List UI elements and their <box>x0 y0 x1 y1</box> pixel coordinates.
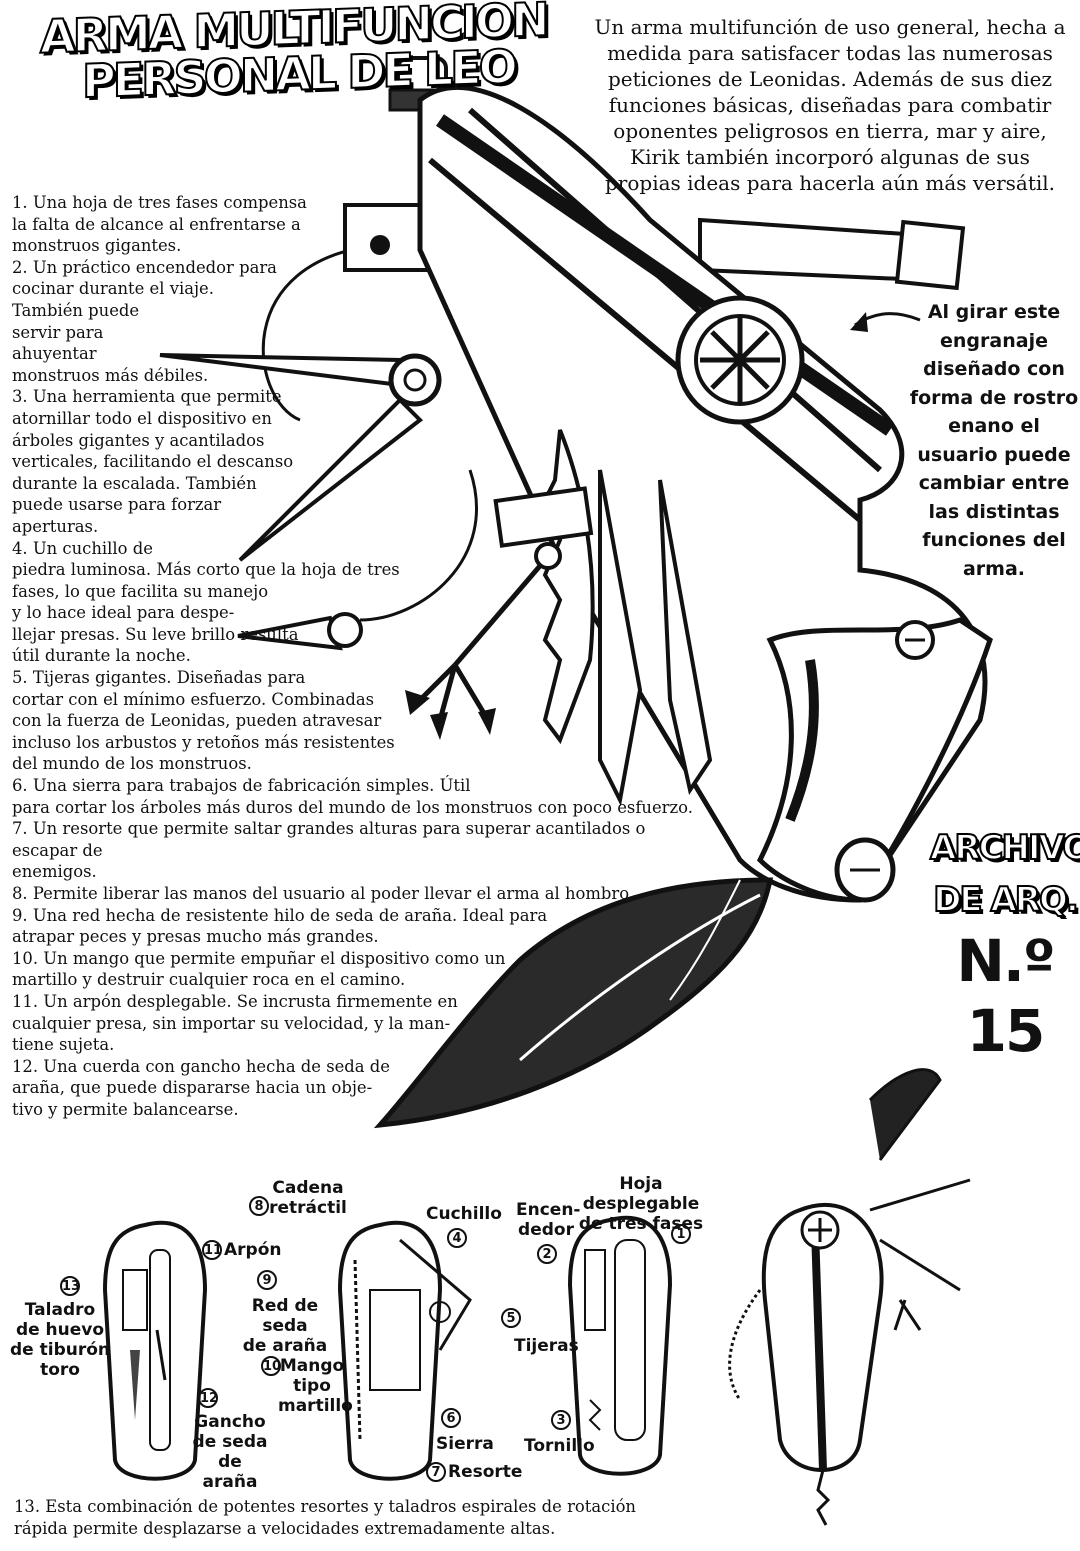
label-10-number: 10 <box>258 1356 286 1376</box>
label-3: Tornillo <box>524 1436 595 1456</box>
label-10: Mango tipo martillo <box>278 1356 353 1416</box>
label-2: Encen- dedor <box>516 1200 581 1240</box>
label-1: Hoja desplegable de tres fases <box>578 1174 704 1234</box>
function-list: 1. Una hoja de tres fases compensa la fa… <box>12 192 712 1121</box>
archive-line-2: DE ARQ. <box>932 879 1080 921</box>
list-item: 1. Una hoja de tres fases compensa la fa… <box>12 193 307 256</box>
archive-line-1: ARCHIVO <box>929 827 1080 869</box>
list-item: 7. Un resorte que permite saltar grandes… <box>12 819 646 882</box>
list-item: 10. Un mango que permite empuñar el disp… <box>12 948 506 990</box>
label-12: Gancho de seda de araña <box>192 1412 268 1492</box>
gear-callout: Al girar este engranaje diseñado con for… <box>909 301 1079 580</box>
list-item: 2. Un práctico encendedor para cocinar d… <box>12 257 277 385</box>
list-item: 9. Una red hecha de resistente hilo de s… <box>12 905 548 947</box>
archive-number: N.º 15 <box>956 927 1055 1065</box>
label-9-number: 9 <box>256 1270 280 1290</box>
footnote-13: 13. Esta combinación de potentes resorte… <box>14 1497 636 1538</box>
label-4: Cuchillo <box>426 1204 502 1224</box>
list-item: 12. Una cuerda con gancho hecha de seda … <box>12 1056 390 1119</box>
list-item: 6. Una sierra para trabajos de fabricaci… <box>12 776 693 817</box>
title-line-2: PERSONAL DE LEO <box>81 38 516 109</box>
label-8-number: 8 <box>248 1196 272 1216</box>
label-3-number: 3 <box>550 1410 574 1430</box>
list-item: 8. Permite liberar las manos del usuario… <box>12 884 635 903</box>
label-8: Cadena retráctil <box>269 1178 347 1218</box>
list-item: 4. Un cuchillo de piedra luminosa. Más c… <box>12 538 400 666</box>
list-item: 3. Una herramienta que permite atornilla… <box>12 387 294 536</box>
label-5-number: 5 <box>500 1308 524 1328</box>
list-item: 11. Un arpón desplegable. Se incrusta fi… <box>12 991 458 1055</box>
intro-text: Un arma multifunción de uso general, hec… <box>594 15 1066 195</box>
label-1-number: 1 <box>670 1224 694 1244</box>
label-9: Red de seda de araña <box>242 1296 328 1356</box>
label-13-number: 13 <box>60 1276 80 1296</box>
label-13: Taladro de huevo de tiburón toro <box>10 1300 111 1380</box>
label-2-number: 2 <box>536 1244 560 1264</box>
archive-badge: ARCHIVO DE ARQ. N.º 15 <box>929 822 1080 1066</box>
label-5: Tijeras <box>514 1336 579 1356</box>
list-item: 5. Tijeras gigantes. Diseñadas para cort… <box>12 668 395 774</box>
label-6-number: 6 <box>440 1408 464 1428</box>
label-4-number: 4 <box>446 1228 470 1248</box>
label-6: Sierra <box>436 1434 494 1454</box>
page-title: ARMA MULTIFUNCION PERSONAL DE LEO <box>39 0 547 109</box>
label-12-number: 12 <box>198 1388 228 1408</box>
